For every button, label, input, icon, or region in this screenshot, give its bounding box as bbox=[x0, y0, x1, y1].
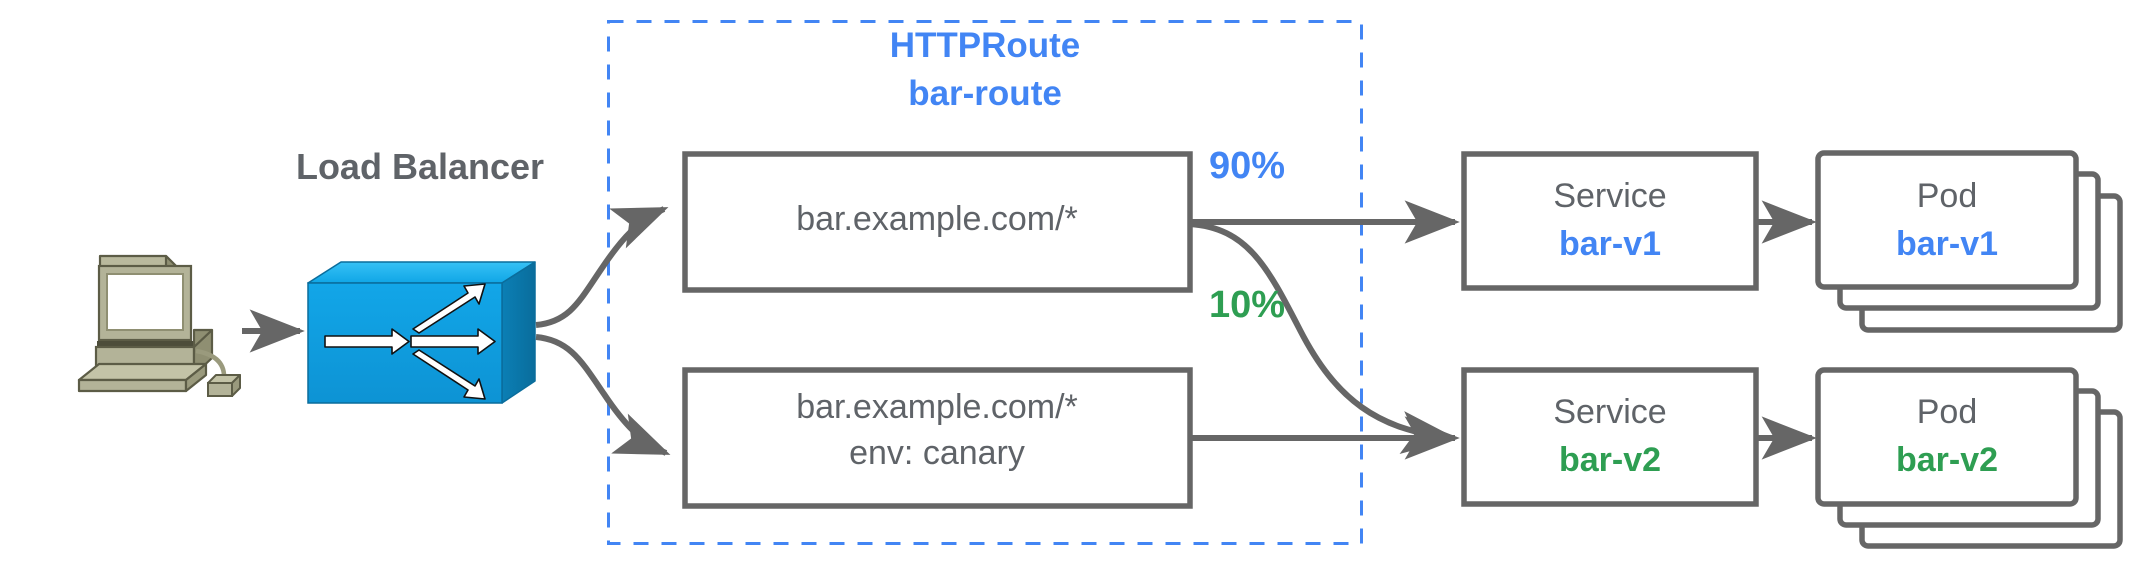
weight-label-90: 90% bbox=[1209, 145, 1286, 187]
edge-lb-to-rule-canary bbox=[535, 334, 671, 456]
service-box-bar-v2[interactable] bbox=[1461, 367, 1759, 507]
httproute-kind-label: HTTPRoute bbox=[889, 26, 1081, 65]
service-bar-v1-kind-label: Service bbox=[1553, 177, 1667, 215]
edge-lb-to-rule-primary bbox=[535, 206, 669, 328]
service-bar-v2-name-label: bar-v2 bbox=[1558, 441, 1662, 479]
pod-bar-v1-name-label: bar-v1 bbox=[1895, 225, 1999, 263]
httproute-name-label: bar-route bbox=[908, 74, 1062, 113]
service-bar-v2-kind-label: Service bbox=[1553, 393, 1667, 431]
weight-label-10: 10% bbox=[1209, 284, 1286, 326]
load-balancer-label: Load Balancer bbox=[295, 146, 545, 187]
rule-primary-line-1: bar.example.com/* bbox=[796, 200, 1078, 238]
pod-bar-v2-name-label: bar-v2 bbox=[1895, 441, 1999, 479]
httproute-group-box bbox=[607, 20, 1363, 545]
load-balancer-icon bbox=[307, 261, 536, 404]
service-bar-v1-name-label: bar-v1 bbox=[1558, 225, 1662, 263]
pod-bar-v2-kind-label: Pod bbox=[1916, 393, 1978, 431]
edge-rule-primary-to-service-v2 bbox=[1189, 221, 1457, 455]
rule-canary-line-1: bar.example.com/* bbox=[796, 388, 1078, 426]
rule-canary-line-2: env: canary bbox=[849, 434, 1025, 472]
pod-bar-v1-kind-label: Pod bbox=[1916, 177, 1978, 215]
service-box-bar-v1[interactable] bbox=[1461, 151, 1759, 291]
computer-workstation-icon bbox=[77, 254, 241, 397]
pod-stack-bar-v1[interactable] bbox=[1815, 150, 2123, 333]
pod-stack-bar-v2[interactable] bbox=[1815, 367, 2123, 549]
rule-box-primary[interactable] bbox=[682, 151, 1193, 293]
